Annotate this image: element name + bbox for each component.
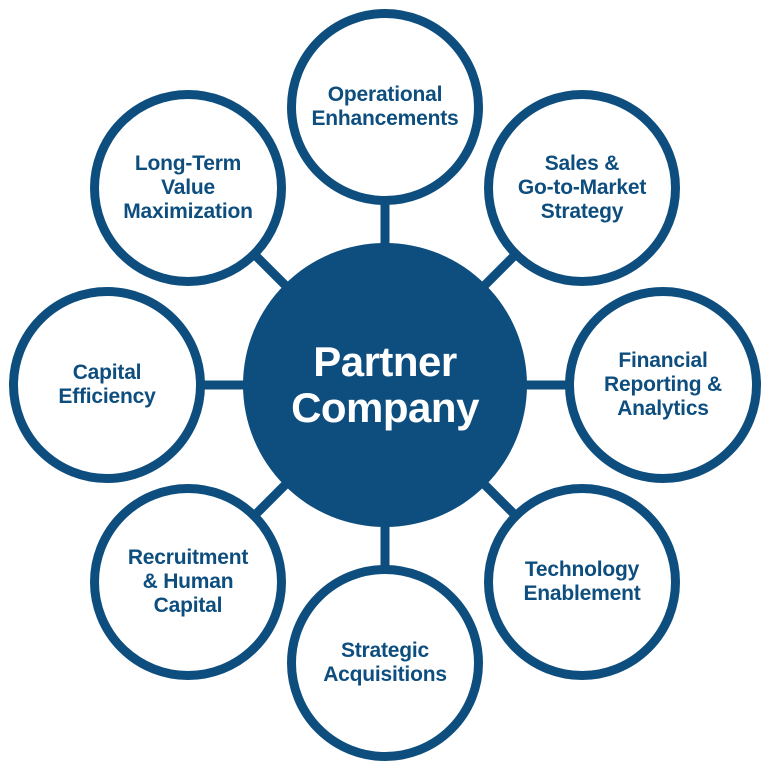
node-label: Recruitment & Human Capital xyxy=(127,546,249,617)
node-label: Technology Enablement xyxy=(523,558,641,605)
node-label: Sales & Go-to-Market Strategy xyxy=(517,152,647,223)
node-operational-enhancements: Operational Enhancements xyxy=(287,9,483,205)
node-label: Strategic Acquisitions xyxy=(323,639,447,686)
node-label: Financial Reporting & Analytics xyxy=(604,349,722,420)
node-strategic-acquisitions: Strategic Acquisitions xyxy=(287,565,483,761)
node-technology-enablement: Technology Enablement xyxy=(484,484,680,680)
node-label: Operational Enhancements xyxy=(311,83,459,130)
node-financial-reporting-analytics: Financial Reporting & Analytics xyxy=(565,287,761,483)
node-long-term-value-maximization: Long-Term Value Maximization xyxy=(90,90,286,286)
node-recruitment-human-capital: Recruitment & Human Capital xyxy=(90,484,286,680)
node-label: Capital Efficiency xyxy=(58,361,156,408)
node-sales-go-to-market-strategy: Sales & Go-to-Market Strategy xyxy=(484,90,680,286)
center-node-label: Partner Company xyxy=(291,337,479,431)
node-label: Long-Term Value Maximization xyxy=(123,152,253,223)
center-node-partner-company: Partner Company xyxy=(243,243,527,527)
node-capital-efficiency: Capital Efficiency xyxy=(9,287,205,483)
